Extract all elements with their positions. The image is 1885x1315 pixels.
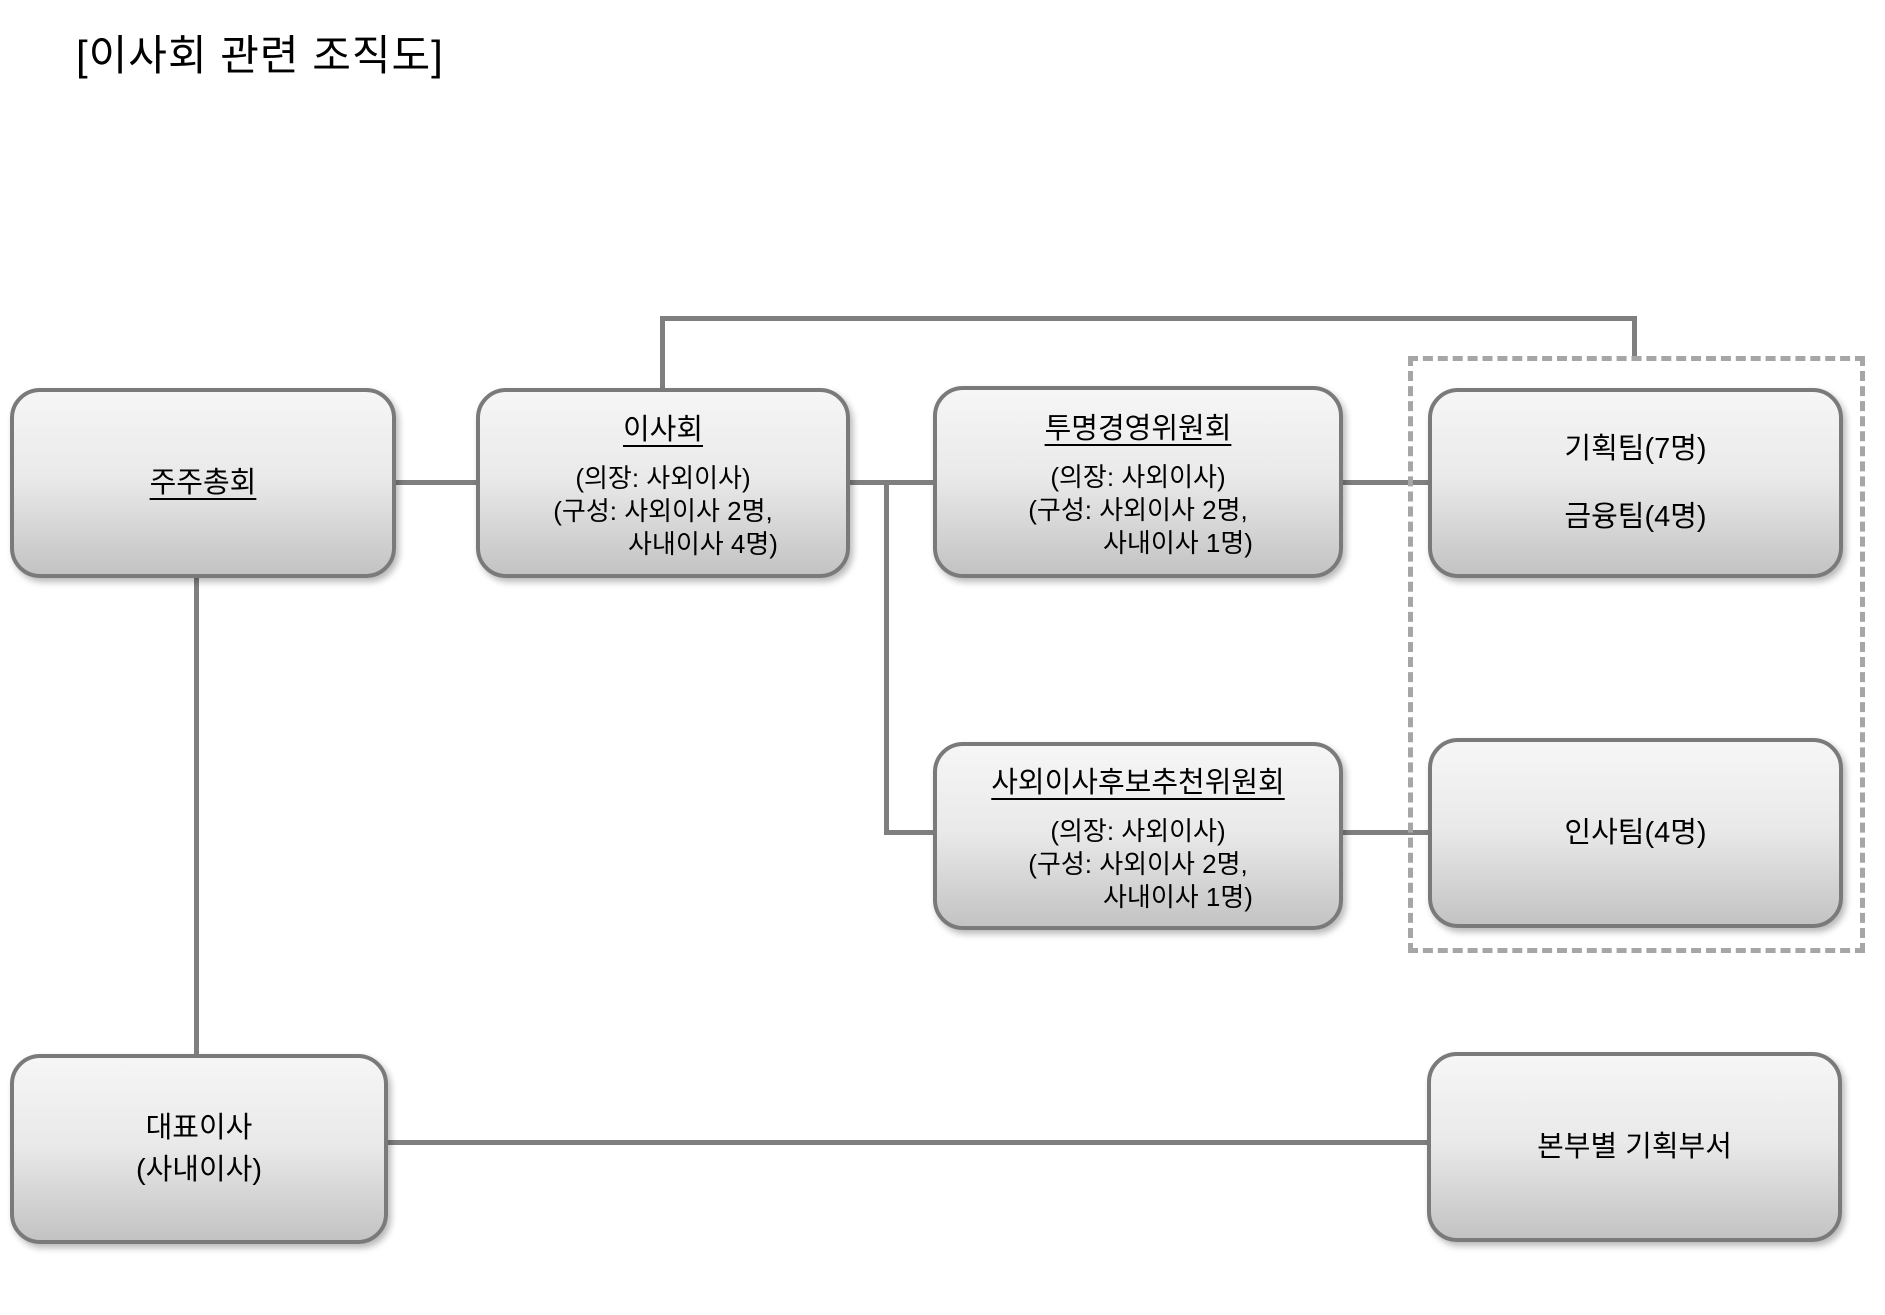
node-transparency-composition-line1: (구성: 사외이사 2명, xyxy=(1028,494,1248,525)
page-title: [이사회 관련 조직도] xyxy=(76,32,444,79)
node-board-composition-line1: (구성: 사외이사 2명, xyxy=(553,495,773,526)
node-board-title: 이사회 xyxy=(622,413,704,446)
node-nomination-chair: (의장: 사외이사) xyxy=(1050,815,1226,846)
node-ceo-label-line2: (사내이사) xyxy=(135,1154,263,1186)
node-hr-team-label: 인사팀(4명) xyxy=(1564,816,1707,849)
connector-board-top-vertical xyxy=(660,316,665,390)
node-planning-finance-teams: 기획팀(7명) 금융팀(4명) xyxy=(1428,388,1843,578)
node-finance-team-label: 금융팀(4명) xyxy=(1564,501,1707,533)
node-board-chair: (의장: 사외이사) xyxy=(575,462,751,493)
node-nomination-committee: 사외이사후보추천위원회 (의장: 사외이사) (구성: 사외이사 2명, 사내이… xyxy=(933,742,1343,930)
node-shareholders-label: 주주총회 xyxy=(149,466,257,499)
node-transparency-chair: (의장: 사외이사) xyxy=(1050,461,1226,492)
node-ceo-label-line1: 대표이사 xyxy=(145,1111,253,1144)
node-planning-team-label: 기획팀(7명) xyxy=(1564,432,1707,465)
connector-ceo-hq-planning xyxy=(388,1140,1429,1145)
teams-group-outline xyxy=(1408,356,1865,953)
connector-shareholders-board xyxy=(394,480,478,485)
node-board-of-directors: 이사회 (의장: 사외이사) (구성: 사외이사 2명, 사내이사 4명) xyxy=(476,388,850,578)
node-nomination-composition-line2: 사내이사 1명) xyxy=(1103,881,1253,912)
node-transparency-composition-line2: 사내이사 1명) xyxy=(1103,527,1253,558)
node-nomination-title: 사외이사후보추천위원회 xyxy=(991,766,1285,799)
connector-nomination-hr xyxy=(1341,830,1430,835)
connector-top-right-vertical xyxy=(1632,316,1637,358)
node-transparency-title: 투명경영위원회 xyxy=(1044,412,1232,445)
node-hq-planning-departments: 본부별 기획부서 xyxy=(1427,1052,1842,1242)
node-nomination-composition-line1: (구성: 사외이사 2명, xyxy=(1028,848,1248,879)
node-hq-planning-label: 본부별 기획부서 xyxy=(1537,1130,1732,1163)
node-hr-team: 인사팀(4명) xyxy=(1428,738,1843,928)
connector-top-horizontal xyxy=(660,316,1637,321)
node-shareholders-meeting: 주주총회 xyxy=(10,388,396,578)
connector-shareholders-ceo xyxy=(194,576,199,1056)
node-board-composition-line2: 사내이사 4명) xyxy=(628,528,778,559)
connector-transparency-planning xyxy=(1341,480,1430,485)
node-transparency-committee: 투명경영위원회 (의장: 사외이사) (구성: 사외이사 2명, 사내이사 1명… xyxy=(933,386,1343,578)
node-ceo: 대표이사 (사내이사) xyxy=(10,1054,388,1244)
connector-nomination-horizontal xyxy=(884,830,935,835)
connector-board-transparency xyxy=(848,480,935,485)
connector-board-nomination-vertical xyxy=(884,480,889,835)
